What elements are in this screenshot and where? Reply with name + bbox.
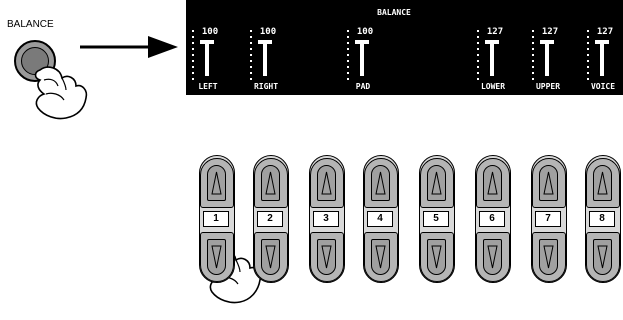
key-number-label: 1 [203, 211, 229, 227]
key-up-button[interactable] [420, 158, 454, 208]
up-arrow-icon [371, 165, 390, 201]
down-arrow-icon [427, 239, 446, 275]
key-down-button[interactable] [476, 232, 510, 282]
key-down-button[interactable] [532, 232, 566, 282]
key-up-button[interactable] [364, 158, 398, 208]
down-arrow-icon [317, 239, 336, 275]
key-down-button[interactable] [586, 232, 620, 282]
key-number-label: 6 [479, 211, 505, 227]
key-up-button[interactable] [200, 158, 234, 208]
panel-key-5: 5 [420, 158, 454, 282]
panel-key-8: 8 [586, 158, 620, 282]
key-down-button[interactable] [254, 232, 288, 282]
key-number-label: 4 [367, 211, 393, 227]
down-arrow-icon [261, 239, 280, 275]
up-arrow-icon [539, 165, 558, 201]
panel-key-3: 3 [310, 158, 344, 282]
up-arrow-icon [317, 165, 336, 201]
key-down-button[interactable] [310, 232, 344, 282]
up-arrow-icon [427, 165, 446, 201]
panel-key-2: 2 [254, 158, 288, 282]
up-arrow-icon [207, 165, 226, 201]
key-number-label: 8 [589, 211, 615, 227]
down-arrow-icon [539, 239, 558, 275]
down-arrow-icon [371, 239, 390, 275]
panel-key-4: 4 [364, 158, 398, 282]
key-number-label: 2 [257, 211, 283, 227]
key-up-button[interactable] [310, 158, 344, 208]
panel-key-7: 7 [532, 158, 566, 282]
key-down-button[interactable] [364, 232, 398, 282]
up-arrow-icon [261, 165, 280, 201]
key-number-label: 3 [313, 211, 339, 227]
up-arrow-icon [593, 165, 612, 201]
down-arrow-icon [207, 239, 226, 275]
down-arrow-icon [483, 239, 502, 275]
key-up-button[interactable] [586, 158, 620, 208]
key-down-button[interactable] [200, 232, 234, 282]
key-number-label: 5 [423, 211, 449, 227]
key-up-button[interactable] [532, 158, 566, 208]
panel-key-6: 6 [476, 158, 510, 282]
key-down-button[interactable] [420, 232, 454, 282]
up-arrow-icon [483, 165, 502, 201]
key-up-button[interactable] [476, 158, 510, 208]
panel-key-1: 1 [200, 158, 234, 282]
down-arrow-icon [593, 239, 612, 275]
key-up-button[interactable] [254, 158, 288, 208]
key-number-label: 7 [535, 211, 561, 227]
